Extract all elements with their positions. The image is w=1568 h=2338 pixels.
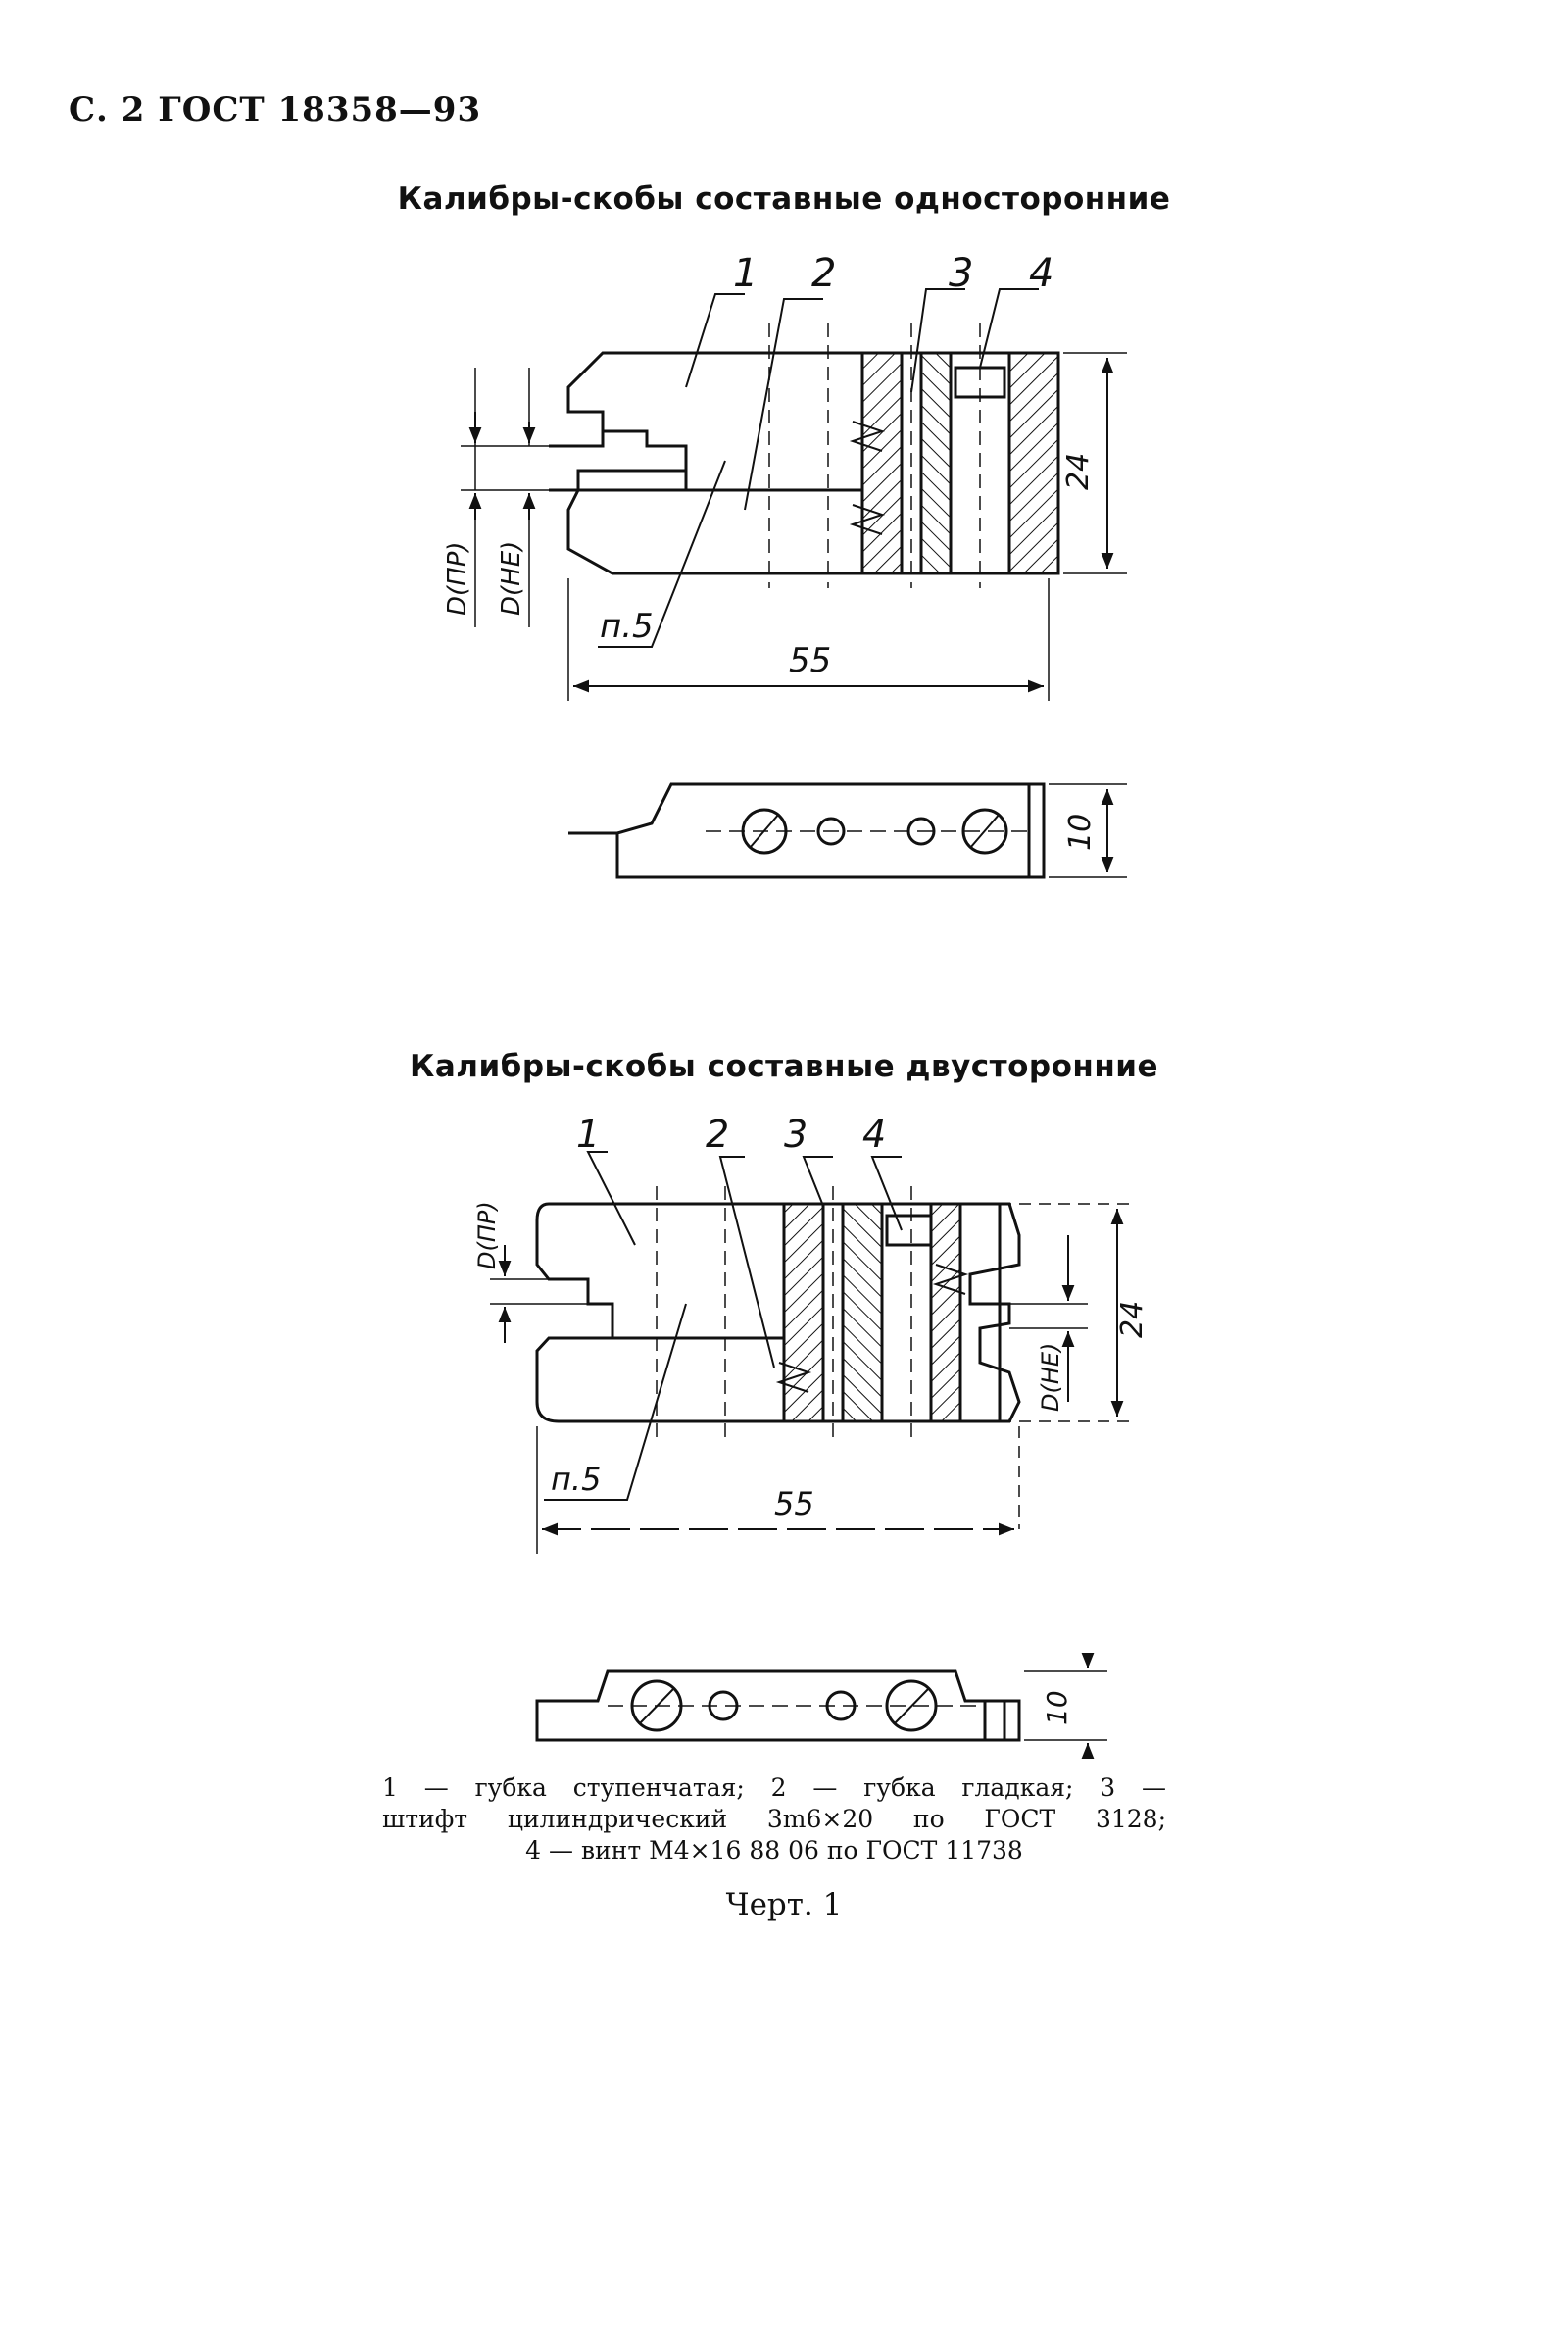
item-label-3-two-sided: 3 [784,1113,808,1156]
section-title-one-sided: Калибры-скобы составные односторонние [397,181,1171,217]
drawing-two-sided [490,1151,1137,1554]
thickness-label: 10 [1063,814,1098,851]
length-label-two-sided: 55 [774,1485,814,1522]
drawing-one-sided [461,288,1127,701]
figure-legend: 1 — губка ступенчатая; 2 — губка гладкая… [382,1772,1166,1866]
item-label-3: 3 [949,251,973,296]
clause-label-two-sided: п.5 [551,1461,601,1498]
d-pr-label-two-sided: D(ПР) [473,1201,501,1269]
side-view-one-sided [568,782,1127,879]
height-label-two-sided: 24 [1115,1301,1150,1338]
height-label: 24 [1061,453,1096,490]
item-label-4-two-sided: 4 [862,1113,886,1156]
thickness-label-two-sided: 10 [1041,1690,1073,1725]
item-label-4: 4 [1029,251,1054,296]
d-ne-label-two-sided: D(НЕ) [1037,1343,1064,1412]
clause-label: п.5 [600,607,654,646]
d-ne-label: D(НЕ) [497,541,526,616]
item-label-1-two-sided: 1 [576,1113,600,1156]
page-header: С. 2 ГОСТ 18358—93 [69,90,482,129]
item-label-2-two-sided: 2 [706,1113,729,1156]
legend-line-1: 1 — губка ступенчатая; 2 — губка гладкая… [382,1773,1166,1802]
legend-line-2: штифт цилиндрический 3m6×20 по ГОСТ 3128… [382,1805,1166,1833]
side-view-two-sided [535,1653,1107,1759]
length-label: 55 [789,641,831,680]
d-pr-label: D(ПР) [443,541,472,616]
item-label-1: 1 [733,251,758,296]
item-label-2: 2 [811,251,836,296]
section-title-two-sided: Калибры-скобы составные двусторонние [410,1049,1158,1084]
figure-caption: Черт. 1 [725,1887,843,1922]
legend-line-3: 4 — винт М4×16 88 06 по ГОСТ 11738 [525,1836,1023,1865]
